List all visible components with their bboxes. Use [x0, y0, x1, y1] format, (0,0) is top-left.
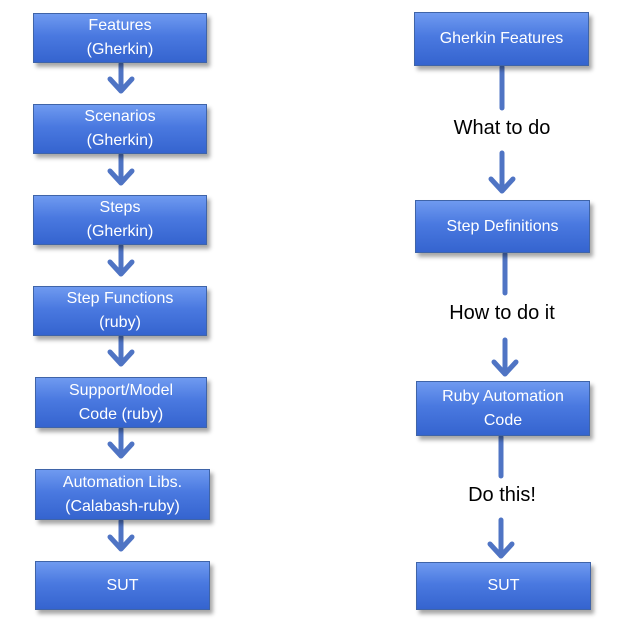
- box-label-line2: (ruby): [99, 314, 141, 331]
- do-this-label: Do this!: [468, 484, 536, 506]
- how-to-do-it-label: How to do it: [449, 302, 555, 324]
- box-label-line1: Support/Model: [68, 381, 174, 399]
- arrow-step-functions-to-support: [107, 334, 135, 367]
- features-gherkin-box: Features (Gherkin): [33, 13, 207, 63]
- gherkin-features-box: Gherkin Features: [414, 12, 589, 66]
- automation-libs-box: Automation Libs. (Calabash-ruby): [35, 469, 210, 520]
- box-label-line1: Gherkin Features: [439, 30, 564, 47]
- box-label-line1: Step Definitions: [446, 217, 559, 235]
- box-label-line2: (Calabash-ruby): [65, 497, 180, 515]
- arrow-automation-libs-to-sut: [107, 518, 135, 552]
- box-label-line1: Steps: [99, 199, 141, 216]
- scenarios-gherkin-box: Scenarios (Gherkin): [33, 104, 207, 154]
- box-label-line1: Ruby Automation: [442, 387, 564, 405]
- arrow-features-to-scenarios: [107, 61, 135, 94]
- box-label-line1: Automation Libs.: [62, 473, 183, 491]
- box-label-line2: Code (ruby): [78, 405, 164, 423]
- step-functions-ruby-box: Step Functions (ruby): [33, 286, 207, 336]
- arrow-to-ruby-automation: [491, 337, 519, 377]
- box-label-line1: SUT: [106, 576, 139, 594]
- box-label-line2: (Gherkin): [86, 41, 154, 58]
- arrow-to-right-sut: [487, 517, 515, 559]
- box-label-line1: Scenarios: [84, 108, 156, 125]
- right-sut-box: SUT: [416, 562, 591, 610]
- box-label-line2: (Gherkin): [86, 132, 154, 149]
- arrow-to-step-definitions: [488, 150, 516, 194]
- arrow-scenarios-to-steps: [107, 152, 135, 186]
- left-sut-box: SUT: [35, 561, 210, 610]
- box-label-line2: Code: [483, 411, 523, 429]
- box-label-line1: Step Functions: [66, 290, 174, 307]
- steps-gherkin-box: Steps (Gherkin): [33, 195, 207, 245]
- box-label-line2: (Gherkin): [86, 223, 154, 240]
- arrow-support-to-automation-libs: [107, 426, 135, 459]
- box-label-line1: SUT: [487, 577, 520, 594]
- box-label-line1: Features: [88, 17, 152, 34]
- arrow-steps-to-step-functions: [107, 243, 135, 277]
- what-to-do-label: What to do: [453, 117, 551, 139]
- ruby-automation-code-box: Ruby Automation Code: [416, 381, 590, 436]
- step-definitions-box: Step Definitions: [415, 200, 590, 253]
- support-model-code-box: Support/Model Code (ruby): [35, 377, 207, 428]
